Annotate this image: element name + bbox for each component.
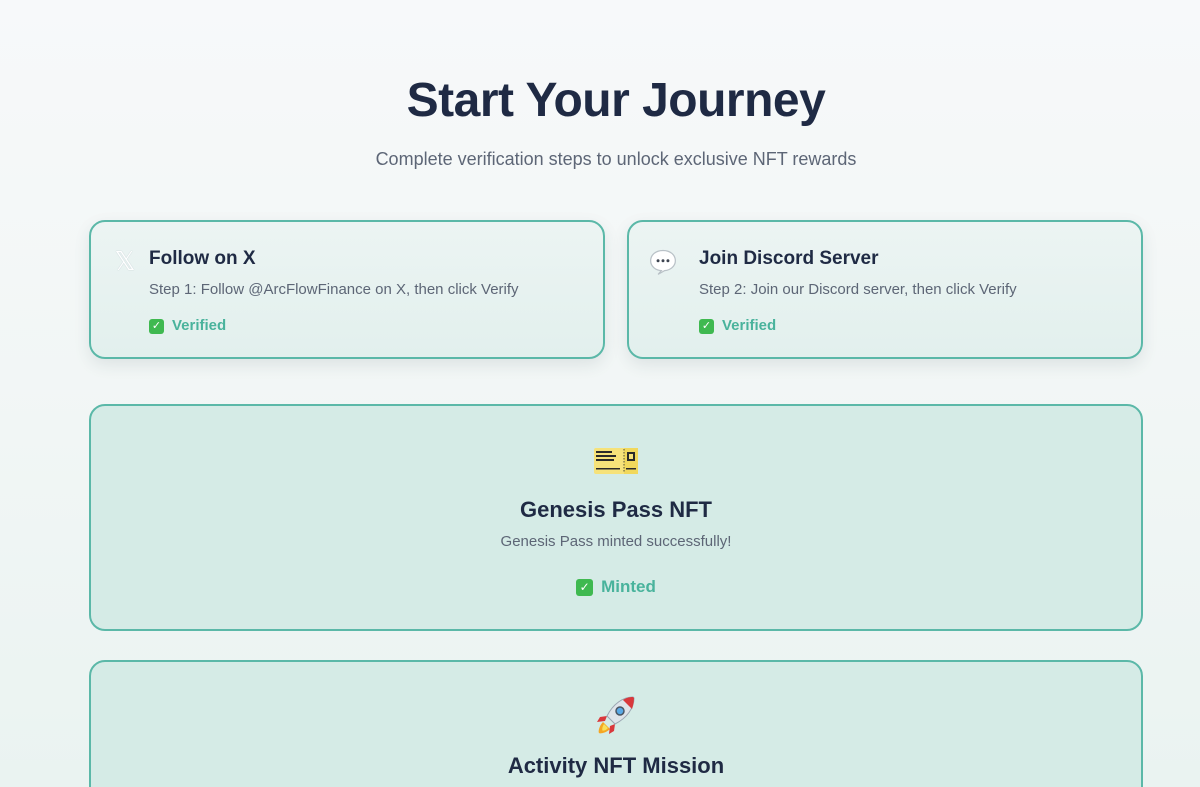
status-label: Verified <box>172 317 227 334</box>
task-description: Step 2: Join our Discord server, then cl… <box>699 281 1017 298</box>
rocket-icon <box>91 692 1141 738</box>
nft-card-genesis-pass[interactable]: Genesis Pass NFT Genesis Pass minted suc… <box>89 404 1143 631</box>
status-label: Verified <box>722 317 777 334</box>
nft-description: Genesis Pass minted successfully! <box>500 533 732 550</box>
status-label: Minted <box>601 577 656 596</box>
nft-title: Genesis Pass NFT <box>520 497 712 522</box>
task-title: Join Discord Server <box>699 248 879 269</box>
page-title: Start Your Journey <box>406 74 826 127</box>
status-badge: ✓ Minted <box>91 576 1141 598</box>
speech-bubble-icon <box>649 248 677 276</box>
nft-title: Activity NFT Mission <box>507 753 725 778</box>
task-card-join-discord[interactable]: Join Discord Server Step 2: Join our Dis… <box>627 220 1143 359</box>
nft-card-activity-mission[interactable]: Activity NFT Mission <box>89 660 1143 787</box>
status-badge: ✓ Verified <box>149 316 226 336</box>
hero-section: Start Your Journey Complete verification… <box>0 72 1200 170</box>
task-card-follow-x[interactable]: 𝕏 Follow on X Step 1: Follow @ArcFlowFin… <box>89 220 605 359</box>
task-title: Follow on X <box>149 248 256 269</box>
task-description: Step 1: Follow @ArcFlowFinance on X, the… <box>149 281 519 298</box>
status-badge: ✓ Verified <box>699 316 776 336</box>
check-mark-icon: ✓ <box>699 318 714 334</box>
ticket-icon <box>91 448 1141 474</box>
x-logo-icon: 𝕏 <box>114 247 136 277</box>
page-subtitle: Complete verification steps to unlock ex… <box>375 149 857 169</box>
check-mark-icon: ✓ <box>149 318 164 334</box>
check-mark-icon: ✓ <box>576 578 594 596</box>
